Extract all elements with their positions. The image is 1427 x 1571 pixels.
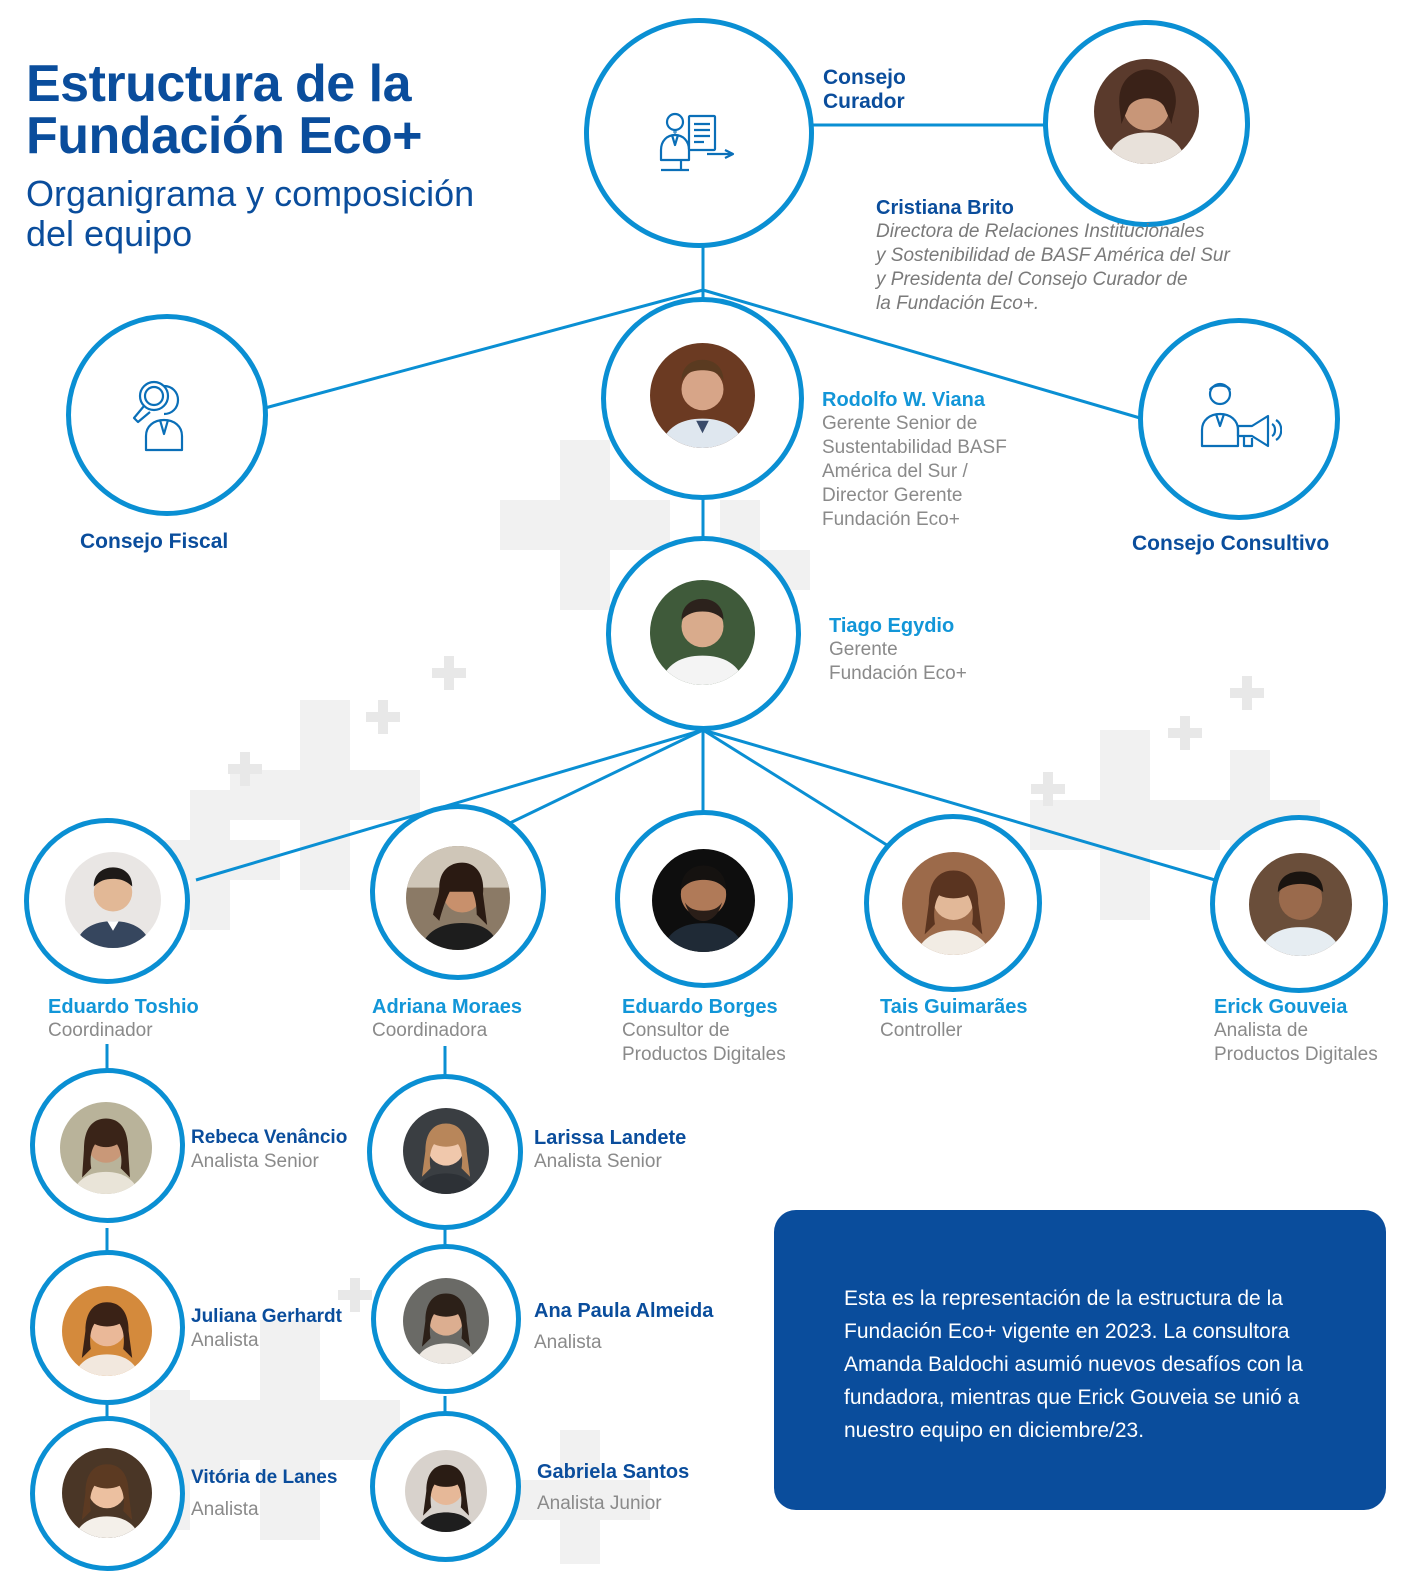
avatar-tais-guimaraes [902, 852, 1005, 955]
avatar-eduardo-toshio [65, 852, 161, 948]
avatar-vitoria-de-lanes [62, 1448, 152, 1538]
avatar-ana-paula-almeida [403, 1278, 489, 1364]
rodolfo-viana-label: Rodolfo W. Viana Gerente Senior de Suste… [822, 389, 1007, 530]
people-document-icon [655, 110, 737, 177]
note-line: Fundación Eco+ vigente en 2023. La consu… [844, 1320, 1290, 1343]
note-line: nuestro equipo en diciembre/23. [844, 1419, 1145, 1442]
erick-gouveia-label: Erick Gouveia Analista de Productos Digi… [1214, 996, 1378, 1065]
gabriela-santos-node [370, 1411, 521, 1562]
info-note-box: Esta es la representación de la estructu… [774, 1210, 1386, 1510]
avatar-erick-gouveia [1249, 853, 1352, 956]
avatar-rodolfo-viana [650, 343, 755, 448]
note-line: Amanda Baldochi asumió nuevos desafíos c… [844, 1353, 1303, 1376]
vitoria-de-lanes-label: Vitória de Lanes Analista [191, 1467, 338, 1520]
ana-paula-almeida-label: Ana Paula Almeida Analista [534, 1300, 714, 1353]
rebeca-venancio-label: Rebeca Venâncio Analista Senior [191, 1127, 348, 1172]
larissa-landete-label: Larissa Landete Analista Senior [534, 1127, 687, 1172]
cristiana-brito-label: Cristiana Brito Directora de Relaciones … [876, 197, 1230, 314]
note-line: Esta es la representación de la estructu… [844, 1287, 1283, 1310]
tiago-egydio-label: Tiago Egydio Gerente Fundación Eco+ [829, 615, 967, 684]
avatar-eduardo-borges [652, 849, 755, 952]
avatar-adriana-moraes [406, 846, 510, 950]
avatar-gabriela-santos [405, 1450, 487, 1532]
adriana-moraes-label: Adriana Moraes Coordinadora [372, 996, 523, 1041]
consejo-consultivo-label: Consejo Consultivo [1132, 532, 1330, 555]
avatar-tiago-egydio [650, 580, 755, 685]
larissa-landete-node [367, 1074, 523, 1230]
tiago-egydio-node [606, 536, 801, 731]
tais-guimaraes-label: Tais Guimarães Controller [880, 996, 1028, 1041]
consejo-fiscal-node [66, 314, 268, 516]
person-megaphone-icon [1196, 380, 1283, 457]
consejo-curador-node [584, 18, 814, 248]
note-line: fundadora, mientras que Erick Gouveia se… [844, 1386, 1300, 1409]
magnifier-person-icon [128, 374, 198, 459]
eduardo-borges-label: Eduardo Borges Consultor de Productos Di… [622, 996, 786, 1065]
avatar-larissa-landete [403, 1108, 489, 1194]
consejo-consultivo-node [1138, 318, 1340, 520]
avatar-cristiana-brito [1094, 59, 1199, 164]
avatar-rebeca-venancio [60, 1102, 152, 1194]
eduardo-toshio-label: Eduardo Toshio Coordinador [48, 996, 199, 1041]
consejo-fiscal-label: Consejo Fiscal [80, 530, 229, 553]
juliana-gerhardt-label: Juliana Gerhardt Analista [191, 1306, 342, 1351]
avatar-juliana-gerhardt [62, 1286, 152, 1376]
gabriela-santos-label: Gabriela Santos Analista Junior [537, 1461, 690, 1514]
